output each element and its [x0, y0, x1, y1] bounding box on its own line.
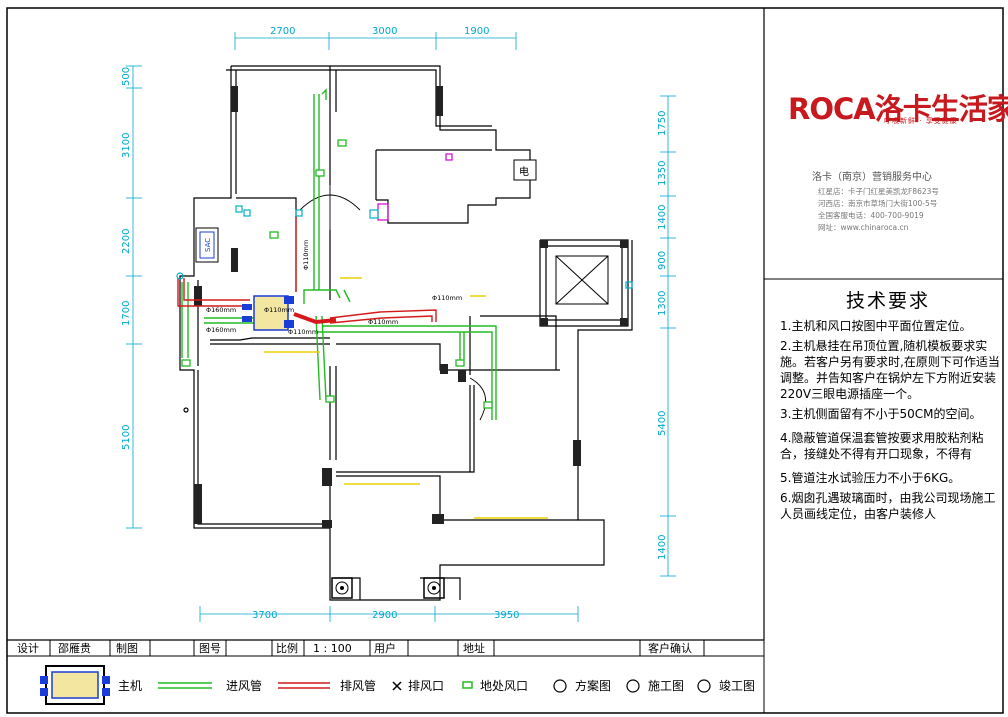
scale-value: 1 : 100 — [313, 642, 352, 655]
dim-left-5: 5100 — [121, 425, 132, 450]
dim-right-2: 1350 — [657, 161, 668, 186]
floor-plan-walls — [179, 65, 633, 601]
designer-name: 邵雁贵 — [58, 642, 91, 655]
office-line-2: 河西店：南京市草场门大街100-5号 — [818, 199, 938, 208]
pipe-size-5: Φ110mm — [368, 318, 398, 326]
tech-note-2: 2.主机悬挂在吊顶位置,随机模板要求实施。若客户另有要求时,在原则下可作适当调整… — [780, 339, 1000, 401]
legend-construction-label: 施工图 — [648, 679, 684, 693]
title-row: 设计 邵雁贵 制图 图号 比例 1 : 100 用户 地址 客户确认 — [17, 640, 705, 656]
pipe-size-3: Φ160mm — [206, 326, 236, 334]
dim-right-1: 1750 — [657, 111, 668, 136]
sheet-border — [6, 7, 1004, 714]
dimension-lines — [126, 32, 676, 622]
dim-left-3: 2200 — [121, 229, 132, 254]
dim-right-4: 900 — [657, 251, 668, 270]
office-title: 洛卡（南京）营销服务中心 — [812, 172, 932, 183]
confirm-label: 客户确认 — [648, 641, 692, 655]
legend-completion-radio[interactable] — [697, 679, 711, 693]
drawing-label: 制图 — [116, 642, 138, 655]
dim-bottom-2: 2900 — [372, 610, 397, 621]
client-label: 用户 — [374, 641, 396, 655]
supply-ducts — [181, 88, 497, 420]
pipe-size-labels: Φ110mm Φ160mm Φ160mm Φ110mm Φ110mm Φ110m… — [206, 240, 462, 336]
exhaust-ducts — [177, 216, 437, 324]
window-sills — [264, 277, 548, 519]
legend-floor-outlet-icon — [462, 681, 473, 689]
office-line-4: 网址：www.chinaroca.cn — [818, 223, 909, 232]
sac-unit: SAC — [195, 227, 219, 263]
legend-construction-radio[interactable] — [626, 679, 640, 693]
supply-outlets — [181, 139, 493, 409]
fixtures — [176, 153, 633, 413]
legend-outlet-icon — [392, 681, 402, 691]
pipe-size-1: Φ110mm — [302, 240, 310, 270]
electric-meter-label: 电 — [519, 165, 529, 178]
dim-top-2: 3000 — [372, 26, 397, 37]
brand-tagline: 呼吸新鲜 · 享受健康 — [884, 117, 958, 125]
tech-note-4: 4.隐蔽管道保温套管按要求用胶粘剂粘合，接缝处不得有开口现象，不得有 — [780, 431, 984, 461]
elevator-shaft — [555, 255, 609, 305]
legend-floor-outlet-label: 地处风口 — [480, 679, 528, 693]
tech-title: 技术要求 — [846, 290, 931, 312]
design-label: 设计 — [17, 642, 39, 655]
legend-completion-label: 竣工图 — [719, 678, 755, 693]
legend-outlet-label: 排风口 — [408, 679, 444, 693]
ventilation-host — [242, 295, 294, 331]
scale-label: 比例 — [276, 641, 298, 655]
dim-left-4: 1700 — [121, 301, 132, 326]
brand-block: ROCA洛卡生活家 呼吸新鲜 · 享受健康 洛卡（南京）营销服务中心 红星店：卡… — [766, 10, 1008, 278]
dim-top-3: 1900 — [464, 26, 489, 37]
office-line-3: 全国客服电话：400-700-9019 — [818, 211, 924, 220]
office-line-1: 红星店：卡子门红星美凯龙F8623号 — [818, 187, 939, 196]
address-label: 地址 — [463, 641, 485, 655]
sac-label: SAC — [204, 238, 212, 252]
legend-supply-line — [158, 682, 212, 689]
dim-top-1: 2700 — [270, 26, 295, 37]
pipe-size-4: Φ110mm — [432, 294, 462, 302]
exhaust-main-trunk — [293, 312, 337, 325]
dim-left-2: 3100 — [121, 133, 132, 158]
dimension-texts: 2700 3000 1900 500 3100 2200 1700 5100 1… — [121, 26, 668, 621]
legend-plan-label: 方案图 — [575, 678, 611, 693]
legend-host-label: 主机 — [118, 679, 142, 693]
dim-left-1: 500 — [121, 67, 132, 86]
dim-right-3: 1400 — [657, 205, 668, 230]
dim-bottom-1: 3700 — [252, 610, 277, 621]
drawing-no-label: 图号 — [199, 642, 221, 655]
dim-right-7: 1400 — [657, 535, 668, 560]
floor-outlets — [331, 577, 445, 599]
pipe-size-2: Φ160mm — [206, 306, 236, 314]
dim-bottom-3: 3950 — [494, 610, 519, 621]
legend-plan-radio[interactable] — [553, 679, 567, 693]
tech-notes: 1.主机和风口按图中平面位置定位。 2.主机悬挂在吊顶位置,随机模板要求实施。若… — [780, 318, 1000, 526]
tech-note-6: 6.烟囱孔遇玻璃面时，由我公司现场施工人员画线定位，由客户装修人 — [780, 491, 996, 521]
legend-exhaust-line — [278, 682, 330, 689]
tech-note-1: 1.主机和风口按图中平面位置定位。 — [780, 319, 972, 333]
tech-note-5: 5.管道注水试验压力不小于6KG。 — [780, 471, 961, 485]
door-swings — [299, 185, 487, 421]
dim-right-5: 1300 — [657, 291, 668, 316]
legend: 主机 进风管 排风管 排风口 地处风口 方案图 施工图 竣工图 — [40, 665, 755, 705]
pipe-size-7: Φ110mm — [288, 328, 318, 336]
tech-note-3: 3.主机侧面留有不小于50CM的空间。 — [780, 407, 982, 421]
legend-supply-label: 进风管 — [226, 678, 262, 693]
legend-exhaust-label: 排风管 — [340, 678, 376, 693]
electric-meter: 电 — [513, 159, 537, 181]
legend-host-icon — [40, 665, 110, 705]
pipe-size-6: Φ110mm — [264, 306, 294, 314]
dim-right-6: 5400 — [657, 411, 668, 436]
wall-hatch — [194, 86, 628, 528]
brand-logo: ROCA洛卡生活家 — [788, 92, 1008, 126]
